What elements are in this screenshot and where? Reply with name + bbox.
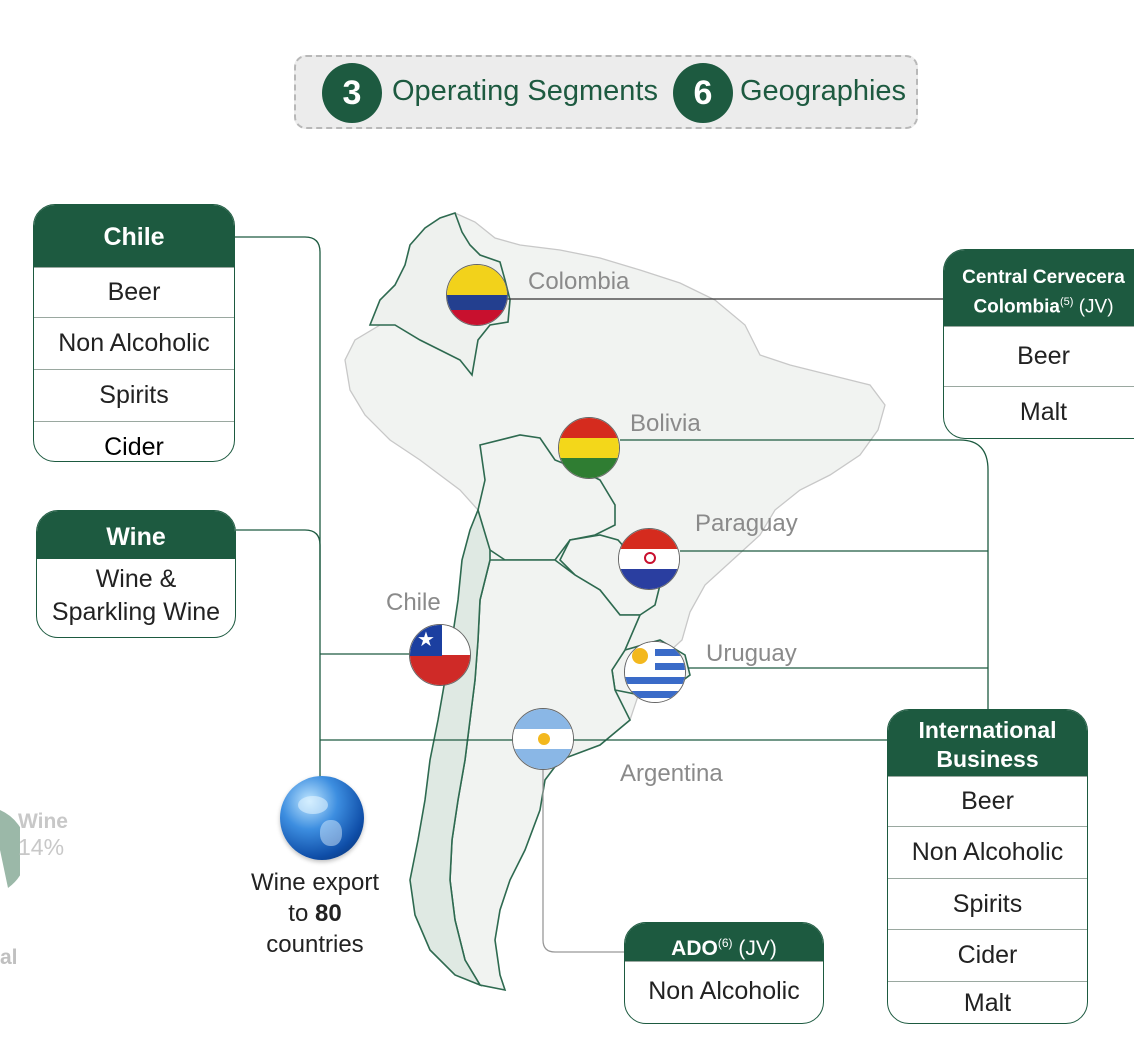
paraguay-flag-icon: [618, 528, 680, 590]
colombia-jv-title-line1: Central Cervecera: [962, 267, 1125, 288]
header-summary: 3 Operating Segments 6 Geographies: [294, 55, 918, 129]
wine-segment-items: Wine & Sparkling Wine: [37, 559, 235, 629]
wine-item-line1: Wine &: [95, 565, 177, 593]
international-title-line1: International: [918, 717, 1057, 743]
ado-suffix: (JV): [732, 937, 777, 960]
international-item-non-alcoholic: Non Alcoholic: [888, 826, 1087, 878]
wine-segment-box: Wine Wine & Sparkling Wine: [36, 510, 236, 638]
chile-item-non-alcoholic: Non Alcoholic: [34, 317, 234, 369]
colombia-jv-suffix: (JV): [1073, 296, 1114, 318]
country-label-paraguay: Paraguay: [695, 510, 798, 537]
colombia-flag-icon: [446, 264, 508, 326]
international-item-cider: Cider: [888, 929, 1087, 981]
partial-cut-label: al: [0, 946, 18, 969]
colombia-shape: [368, 211, 511, 377]
international-item-spirits: Spirits: [888, 878, 1087, 929]
chile-flag-icon: ★: [409, 624, 471, 686]
country-label-colombia: Colombia: [528, 268, 630, 295]
colombia-jv-item-malt: Malt: [944, 386, 1134, 438]
country-label-chile: Chile: [386, 589, 441, 616]
wine-export-line1: Wine export: [250, 869, 380, 896]
geographies-count-badge: 6: [673, 63, 733, 123]
uruguay-flag-icon: [624, 641, 686, 703]
chile-segment-title: Chile: [34, 205, 234, 267]
partial-wine-label: Wine: [18, 810, 68, 833]
international-item-beer: Beer: [888, 776, 1087, 826]
chile-item-beer: Beer: [34, 267, 234, 317]
wine-segment-title: Wine: [37, 511, 235, 559]
country-label-argentina: Argentina: [620, 760, 723, 787]
chile-segment-box: Chile Beer Non Alcoholic Spirits Cider: [33, 204, 235, 462]
partial-wine-pct: 14%: [18, 834, 65, 860]
ado-jv-title: ADO(6) (JV): [625, 923, 823, 961]
partial-pie-slice: [0, 810, 20, 888]
colombia-jv-title: Central Cervecera Colombia(5) (JV): [944, 250, 1134, 326]
wine-export-to: to: [288, 900, 315, 927]
colombia-jv-title-line2-wrap: Colombia(5) (JV): [944, 290, 1134, 319]
ado-title: ADO: [671, 937, 718, 960]
argentina-flag-icon: [512, 708, 574, 770]
segments-count-badge: 3: [322, 63, 382, 123]
international-business-box: International Business Beer Non Alcoholi…: [887, 709, 1088, 1024]
wine-export-line2: to 80: [234, 898, 396, 929]
chile-item-cider: Cider: [34, 421, 234, 461]
country-label-bolivia: Bolivia: [630, 410, 701, 437]
globe-icon: [280, 776, 364, 860]
segments-label: Operating Segments: [392, 75, 658, 107]
colombia-jv-footnote: (5): [1060, 296, 1074, 308]
wine-item-line2: Sparkling Wine: [51, 598, 221, 626]
country-label-uruguay: Uruguay: [706, 640, 797, 667]
international-business-title: International Business: [888, 710, 1087, 776]
international-item-malt: Malt: [888, 981, 1087, 1023]
ado-item-non-alcoholic: Non Alcoholic: [625, 961, 823, 1021]
colombia-jv-title-line2: Colombia: [973, 296, 1060, 318]
connector-lines: [234, 236, 989, 953]
bolivia-flag-icon: [558, 417, 620, 479]
colombia-jv-item-beer: Beer: [944, 326, 1134, 386]
wine-export-count: 80: [314, 900, 342, 927]
colombia-jv-box: Central Cervecera Colombia(5) (JV) Beer …: [943, 249, 1134, 439]
ado-jv-box: ADO(6) (JV) Non Alcoholic: [624, 922, 824, 1024]
geographies-label: Geographies: [740, 75, 907, 107]
international-title-line2: Business: [936, 746, 1039, 772]
wine-export-line3: countries: [266, 931, 364, 958]
ado-footnote: (6): [717, 936, 733, 950]
partial-pie-chart: [0, 810, 20, 888]
wine-export-caption: Wine export to 80 countries: [234, 867, 396, 960]
chile-item-spirits: Spirits: [34, 369, 234, 421]
